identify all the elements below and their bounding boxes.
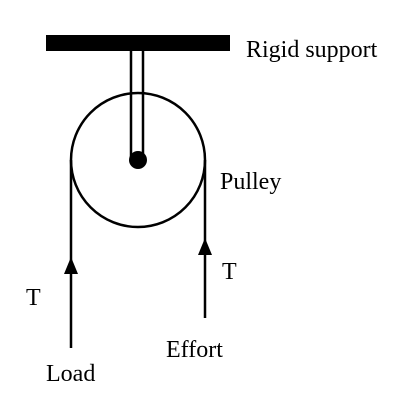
effort-label: Effort (166, 337, 223, 363)
load-label: Load (46, 361, 95, 387)
rigid-support-bar (46, 35, 230, 51)
rigid-support-label: Rigid support (246, 37, 378, 63)
tension-arrow-right (198, 238, 212, 255)
tension-left-label: T (26, 285, 41, 311)
tension-arrow-left (64, 257, 78, 274)
tension-right-label: T (222, 259, 237, 285)
pulley-axle (129, 151, 147, 169)
pulley-label: Pulley (220, 169, 281, 195)
